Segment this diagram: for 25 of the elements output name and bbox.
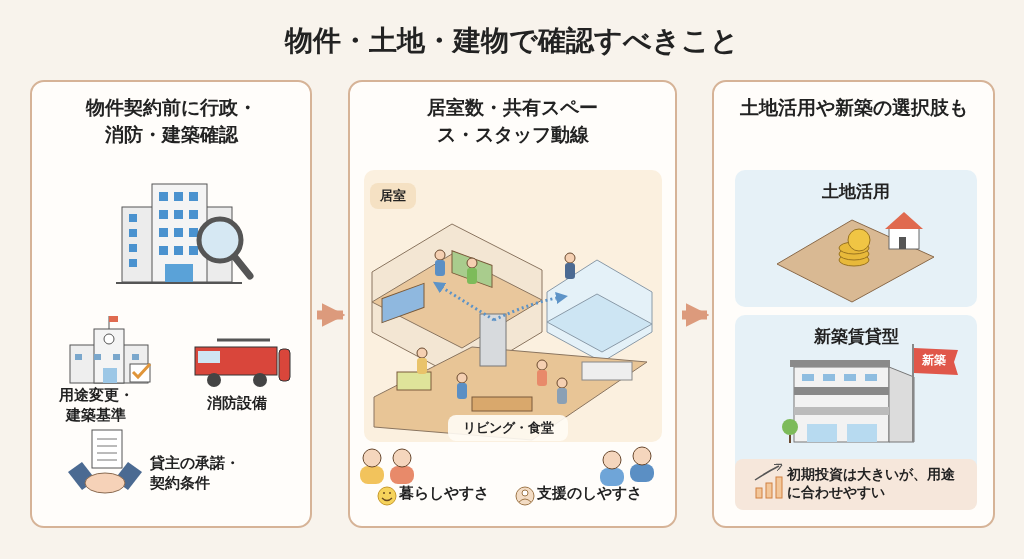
benefit-text: 支援のしやすさ — [537, 484, 643, 503]
note-box — [735, 459, 977, 510]
panel-heading: 土地活用や新築の選択肢も — [738, 95, 969, 120]
room-label — [448, 415, 568, 441]
panel — [348, 80, 677, 528]
diagram-title: 物件・土地・建物で確認すべきこと — [283, 23, 740, 59]
icon-caption: 貸主の承諾・契約条件 — [150, 454, 241, 493]
flag-text: 新築 — [921, 352, 947, 369]
option-card — [735, 170, 977, 307]
note-text: 初期投資は大きいが、用途に合わせやすい — [787, 465, 956, 502]
icon-caption: 消防設備 — [206, 394, 268, 413]
room-label — [370, 183, 416, 209]
room-name: 居室 — [380, 187, 406, 205]
panel-heading: 物件契約前に行政・消防・建築確認 — [84, 95, 258, 147]
benefit-text: 暮らしやすさ — [399, 484, 490, 503]
arrow — [317, 303, 346, 327]
card-heading: 土地活用 — [821, 180, 891, 203]
card-heading: 新築賃貸型 — [812, 325, 900, 348]
icon-caption: 用途変更・建築基準 — [57, 386, 135, 425]
panel — [712, 80, 995, 528]
option-card — [735, 315, 977, 510]
room-name: リビング・食堂 — [462, 419, 554, 437]
panel — [30, 80, 312, 528]
arrow — [682, 303, 710, 327]
panel-heading: 居室数・共有スペース・スタッフ動線 — [426, 95, 599, 147]
